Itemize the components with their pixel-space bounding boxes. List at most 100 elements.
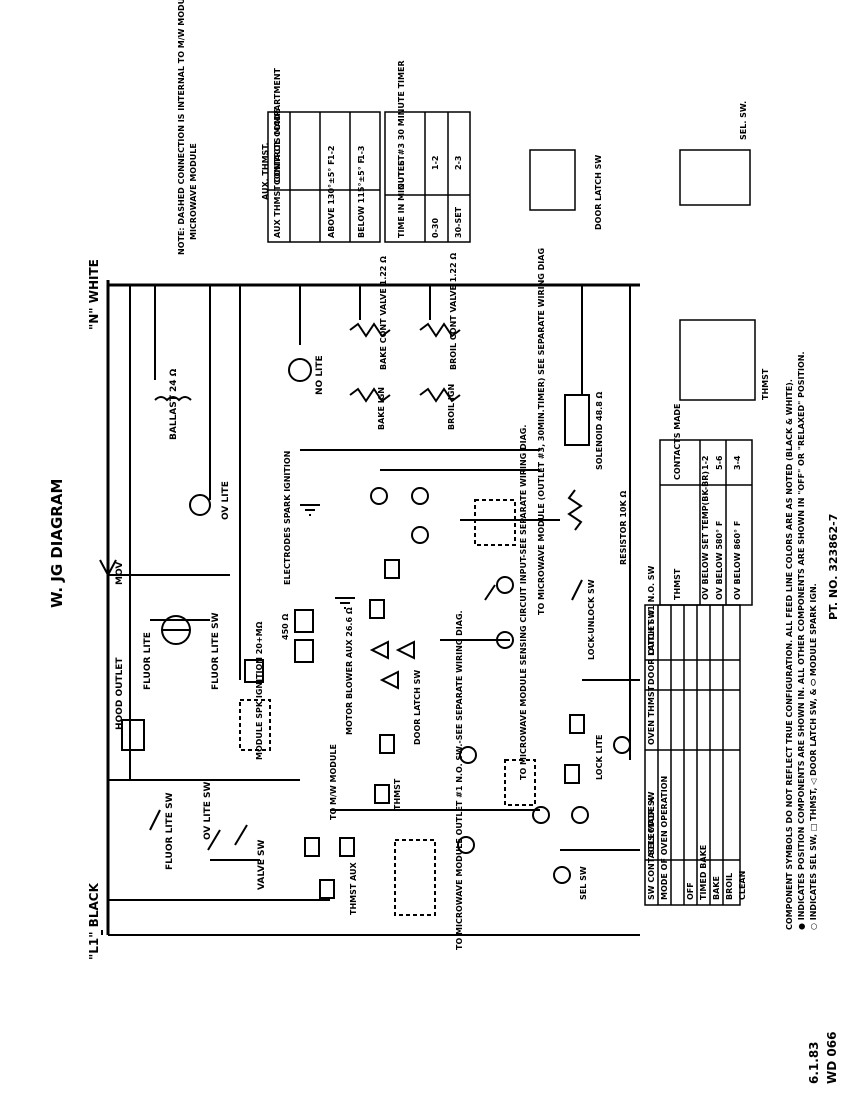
fluor-lite-sw-contact: [149, 809, 161, 831]
no-lite-symbol: [288, 358, 312, 382]
thmst-box-6: [569, 714, 585, 734]
sel-sw-k: [496, 631, 514, 649]
note-1: COMPONENT SYMBOLS DO NOT REFLECT TRUE CO…: [785, 379, 794, 930]
timer-header-2: OUTLET#3 30 MINUTE TIMER: [397, 60, 406, 190]
aux-thmst-row1-c1: ABOVE 130°±5° F: [327, 159, 336, 238]
note-mw-sensing: TO MICROWAVE MODULE SENSING CIRCUIT INPU…: [519, 424, 528, 780]
valve-sw-contact: [234, 824, 248, 846]
sel-sw-t: [411, 526, 429, 544]
sel-sw-inset-box: [679, 149, 751, 206]
sw-table-h2: OVEN THMST: [647, 685, 656, 745]
sw-mode-clean: CLEAN: [738, 870, 747, 900]
ov-lite-symbol: [189, 494, 211, 516]
ov-lite-sw-contact: [207, 829, 221, 851]
thmst-table-h2: CONTACTS MADE: [673, 403, 682, 480]
thmst-row3-c2: 3-4: [733, 455, 742, 470]
label-broil-cont-valve: BROIL CONT VALVE 1.22 Ω: [449, 252, 458, 370]
mw-inset-note: NOTE: DASHED CONNECTION IS INTERNAL TO M…: [177, 0, 186, 255]
sel-sw-y: [459, 746, 477, 764]
aux-thmst-row1-c2: 1-2: [327, 145, 336, 160]
label-thmst-aux: THMST AUX: [349, 862, 358, 915]
timer-row1-c1: 0-30: [431, 217, 440, 238]
mw-inset-title: MICROWAVE MODULE: [189, 143, 198, 240]
label-broil-ign: BROIL IGN: [447, 383, 456, 430]
thmst-box-1: [369, 599, 385, 619]
sel-sw-bk: [370, 487, 388, 505]
note-2: ● INDICATES POSITION COMPONENTS ARE SHOW…: [797, 351, 806, 931]
bake-valve-element: [349, 322, 391, 338]
sel-sw-l: [553, 866, 571, 884]
thmst-row2-c2: 5-6: [715, 455, 724, 470]
label-motor-blower: MOTOR BLOWER AUX 26.6 Ω: [345, 607, 354, 735]
bake-ign-element: [349, 387, 391, 403]
broil-valve-element: [419, 322, 461, 338]
aux-thmst-table-frame: [267, 111, 381, 243]
label-to-mw-module: TO M/W MODULE: [329, 744, 338, 820]
aux-thmst-row2-c2: 1-3: [357, 145, 366, 160]
resistor-symbol: [567, 489, 583, 531]
sw-mode-off: OFF: [686, 882, 695, 900]
sel-sw-inset-title: SEL. SW.: [739, 100, 748, 140]
thmst-box-3: [374, 784, 390, 804]
label-module-spk: MODULE SPK IGNITION 20+MΩ: [255, 621, 264, 760]
label-resistor: RESISTOR 10K Ω: [619, 490, 628, 565]
aux-thmst-header-2: CONTACTS MADE: [273, 108, 282, 185]
label-ov-lite-sw: OV LITE SW: [203, 781, 213, 840]
sw-table-sub: MODE OF OVEN OPERATION: [660, 775, 669, 900]
sw-table-h4: OUTLET #1 N.O. SW: [647, 565, 656, 655]
broil-ign-element: [419, 387, 461, 403]
door-latch-detail-label: DOOR LATCH SW: [594, 154, 603, 230]
mw-timer-box: [474, 499, 516, 546]
ht-box-2: [294, 639, 314, 663]
sel-sw-br: [411, 487, 429, 505]
thmst-table-h1: THMST: [673, 568, 682, 600]
thmst-row1-c1: OV BELOW SET TEMP(BK-BR): [701, 470, 710, 600]
label-bake-cont-valve: BAKE CONT VALVE 1.22 Ω: [379, 256, 388, 370]
note-mw-outlet1: TO MICROWAVE MODULE OUTLET #1 N.O. SW.-S…: [455, 610, 464, 950]
mw-inset-aux-thmst: AUX. THMST.: [261, 142, 270, 200]
label-hood-outlet: HOOD OUTLET: [115, 657, 125, 730]
sel-sw-c: [571, 806, 589, 824]
mw-sensing-box: [504, 759, 536, 806]
label-ht-resistor: 450 Ω: [281, 613, 290, 640]
solenoid-symbol: [564, 394, 590, 446]
thmst-box-2: [384, 559, 400, 579]
thmst-row1-c2: 1-2: [701, 455, 710, 470]
sel-sw-x: [457, 836, 475, 854]
label-lock-unlock-sw: LOCK-UNLOCK SW: [587, 579, 596, 660]
label-thmst: THMST: [393, 778, 402, 810]
sel-sw-r-contact: [484, 584, 496, 601]
label-valve-sw: VALVE SW: [257, 839, 267, 890]
hood-outlet-symbol: [121, 719, 145, 751]
label-solenoid: SOLENOID 48.8 Ω: [595, 391, 604, 470]
label-door-latch-sw: DOOR LATCH SW: [413, 669, 422, 745]
thmst-aux-box-1: [319, 879, 335, 899]
ht-box-1: [294, 609, 314, 633]
module-spk-box: [239, 699, 271, 751]
thmst-row2-c1: OV BELOW 580° F: [715, 520, 724, 600]
thmst-inset-box: [679, 319, 756, 401]
label-fluor-lite: FLUOR LITE: [143, 632, 153, 690]
ground-electrodes-2: [335, 597, 355, 609]
thmst-inset-title: THMST: [761, 368, 770, 400]
sel-sw-r: [496, 576, 514, 594]
door-latch-tri-3: [379, 670, 399, 690]
label-fluor-lite-sw-upper: FLUOR LITE SW: [211, 612, 221, 691]
note-mw-outlet: TO MICROWAVE MODULE (OUTLET #3, 30MIN.TI…: [537, 247, 546, 615]
thmst-aux-box-2: [339, 837, 355, 857]
sel-sw-b: [532, 806, 550, 824]
mw-outlet-box: [394, 839, 436, 916]
thmst-box-5: [564, 764, 580, 784]
mov-symbol: [99, 559, 117, 578]
label-bake-ign: BAKE IGN: [377, 387, 386, 430]
sw-mode-bake: BAKE: [712, 876, 721, 900]
thmst-row3-c1: OV BELOW 860° F: [733, 520, 742, 600]
door-latch-detail-box: [529, 149, 576, 211]
label-ballast: BALLAST 24 Ω: [169, 368, 179, 440]
sw-mode-timed-bake: TIMED BAKE: [699, 844, 708, 900]
note-3: ○ INDICATES SEL SW, □ THMST, ◁ DOOR LATC…: [809, 583, 818, 930]
label-mov: MOV: [115, 561, 125, 585]
timer-row2-c2: 2-3: [454, 155, 463, 170]
